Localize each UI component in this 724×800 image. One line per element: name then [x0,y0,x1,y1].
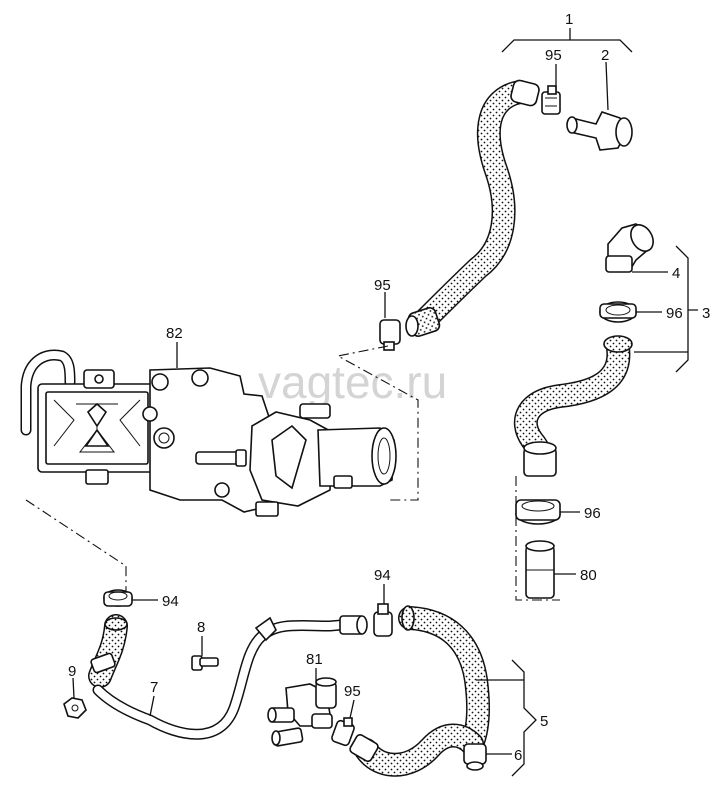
leader-2 [605,61,609,111]
connector-elbow-2 [566,111,633,151]
dashed-link-left [25,499,127,592]
connector-elbow-4 [605,223,654,273]
leader-9 [72,677,75,699]
callout-7: 7 [150,679,158,696]
hose-clamp-96-top [599,301,637,323]
callout-9: 9 [68,663,76,680]
callout-95-lower: 95 [344,683,361,700]
bolt-8 [191,655,219,671]
callout-96-bottom: 96 [584,505,601,522]
nut-9 [63,697,87,719]
hose-clamp-95-lower [331,717,355,747]
callout-2: 2 [601,47,609,64]
leader-5 [476,659,537,777]
watermark: vagtec.ru [258,356,447,408]
callout-82: 82 [166,325,183,342]
callout-81: 81 [306,651,323,668]
hose-clamp-94-right [373,603,393,637]
hose-clamp-95-mid [379,319,401,351]
short-hose-left [88,614,128,688]
callout-80: 80 [580,567,597,584]
coolant-pipe-7 [92,615,368,740]
lower-hose-5 [349,605,491,777]
right-hose [513,335,633,477]
hose-clamp-95-top [541,85,561,115]
hose-clamp-94-left [103,589,133,607]
dashed-link-upper [336,345,419,501]
callout-8: 8 [197,619,205,636]
callout-96-top: 96 [666,305,683,322]
callout-4: 4 [672,265,680,282]
callout-95-mid: 95 [374,277,391,294]
leader-95-lower [349,699,355,719]
pipe-stub-80 [525,540,555,599]
callout-94-right: 94 [374,567,391,584]
callout-3: 3 [702,305,710,322]
hose-clamp-96-bottom [515,499,561,525]
leader-7 [149,695,155,717]
egr-cooler-module-82 [20,349,397,517]
leader-1 [501,28,633,53]
callout-1: 1 [565,11,573,28]
dashed-link-right [515,476,560,601]
callout-95-top: 95 [545,47,562,64]
connector-6 [463,743,487,771]
callout-5: 5 [540,713,548,730]
callout-94-left: 94 [162,593,179,610]
leader-3 [675,245,698,373]
callout-6: 6 [514,747,522,764]
coolant-valve-81 [267,677,337,747]
upper-hose-assembly [405,79,540,337]
